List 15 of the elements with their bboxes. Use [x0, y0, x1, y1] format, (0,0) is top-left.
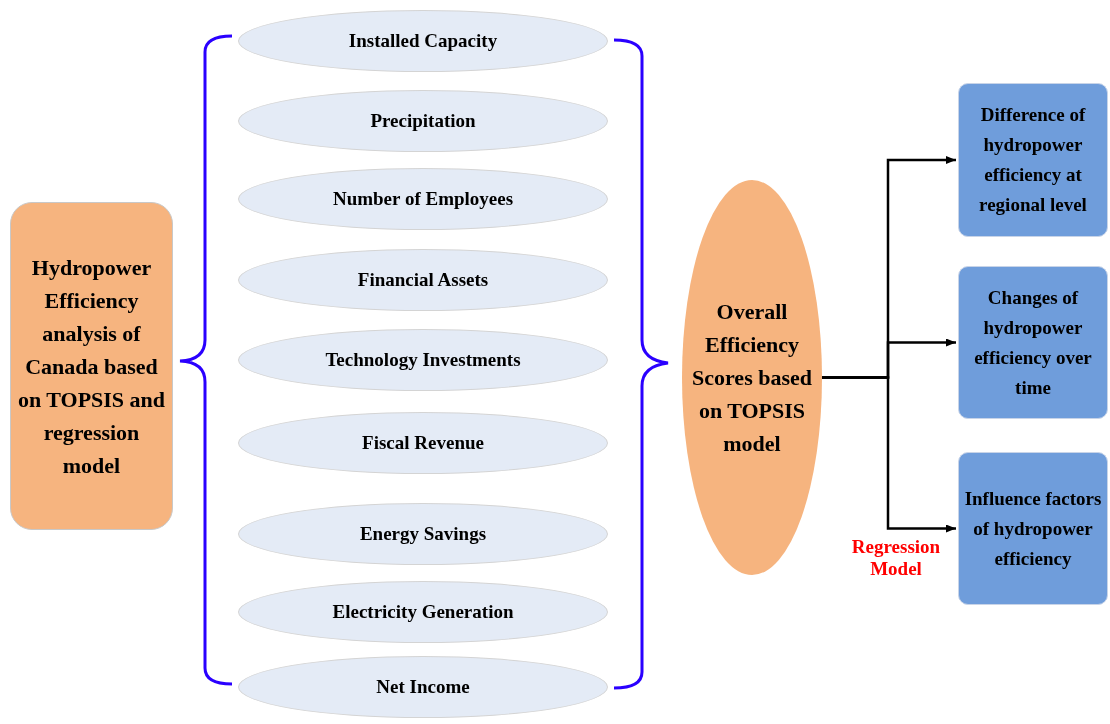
outcome-box: Changes of hydropower efficiency over time: [958, 266, 1108, 419]
result-ellipse: Overall Efficiency Scores based on TOPSIS model: [682, 180, 822, 575]
factor-ellipse: Net Income: [238, 656, 608, 718]
outcome-box: Difference of hydropower efficiency at regional level: [958, 83, 1108, 237]
factor-ellipse: Financial Assets: [238, 249, 608, 311]
factor-ellipse: Electricity Generation: [238, 581, 608, 643]
topic-box: Hydropower Efficiency analysis of Canada based on TOPSIS and regression model: [10, 202, 173, 530]
arrow: [822, 376, 956, 533]
factor-ellipse: Number of Employees: [238, 168, 608, 230]
factor-ellipse: Fiscal Revenue: [238, 412, 608, 474]
factor-ellipse: Precipitation: [238, 90, 608, 152]
outcome-box: Influence factors of hydropower efficiency: [958, 452, 1108, 605]
factor-ellipse: Energy Savings: [238, 503, 608, 565]
factor-ellipse: Technology Investments: [238, 329, 608, 391]
factor-ellipse: Installed Capacity: [238, 10, 608, 72]
